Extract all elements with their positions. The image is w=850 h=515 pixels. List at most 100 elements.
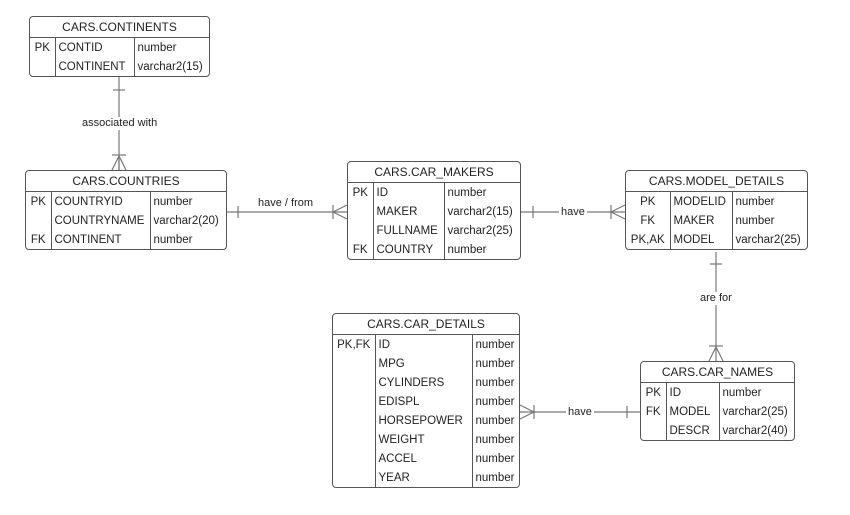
key-cell: FK [640,214,656,227]
key-cell: PK,FK [337,338,371,351]
key-cell [333,392,375,411]
attribute-name: COUNTRY [372,240,444,259]
attribute-type: number [443,240,520,259]
attribute-row: YEAR number [333,468,519,487]
key-cell [333,411,375,430]
attribute-type: number [149,192,226,211]
attribute-name: HORSEPOWER [374,411,472,430]
entity-car-names[interactable]: CARS.CAR_NAMES PK ID number FK MODEL var… [640,361,795,441]
key-cell: PK [645,386,661,399]
entity-title: CARS.MODEL_DETAILS [626,171,807,192]
entity-continents[interactable]: CARS.CONTINENTS PK CONTID number CONTINE… [29,16,210,77]
rel-label-associated-with: associated with [80,117,160,130]
attribute-name: CONTINENT [50,230,150,249]
entity-car-makers[interactable]: CARS.CAR_MAKERS PK ID number MAKER varch… [347,161,521,260]
attribute-name: COUNTRYNAME [50,211,150,230]
attribute-type: number [471,373,519,392]
attribute-row: COUNTRYNAME varchar2(20) [26,211,226,230]
attribute-table: PK ID number FK MODEL varchar2(25) DESCR… [641,383,794,440]
attribute-row: MPG number [333,354,519,373]
key-cell: FK [352,243,368,256]
attribute-name: FULLNAME [372,221,444,240]
attribute-row: ACCEL number [333,449,519,468]
attribute-table: PK MODELID number FK MAKER number PK,AK … [626,192,807,249]
key-cell: PK [34,41,50,54]
attribute-table: PK ID number MAKER varchar2(15) FULLNAME… [348,183,520,259]
attribute-type: number [471,430,519,449]
key-cell [348,221,373,240]
attribute-type: number [443,183,520,202]
attribute-row: FULLNAME varchar2(25) [348,221,520,240]
attribute-type: varchar2(15) [133,57,209,76]
attribute-type: number [471,392,519,411]
attribute-type: number [731,192,807,211]
attribute-row: CYLINDERS number [333,373,519,392]
attribute-name: ACCEL [374,449,472,468]
attribute-row: PK ID number [348,183,520,202]
attribute-row: PK,FK ID number [333,335,519,354]
attribute-type: varchar2(25) [731,230,807,249]
attribute-table: PK COUNTRYID number COUNTRYNAME varchar2… [26,192,226,249]
entity-countries[interactable]: CARS.COUNTRIES PK COUNTRYID number COUNT… [25,170,227,250]
attribute-row: PK ID number [641,383,794,402]
attribute-type: varchar2(25) [718,402,794,421]
entity-title: CARS.CONTINENTS [30,17,209,38]
attribute-type: varchar2(40) [718,421,794,440]
attribute-name: CONTINENT [54,57,134,76]
key-cell [348,202,373,221]
attribute-row: FK MODEL varchar2(25) [641,402,794,421]
key-cell [333,430,375,449]
attribute-name: ID [372,183,444,202]
key-cell: PK [30,195,46,208]
attribute-name: DESCR [665,421,719,440]
many-marker [111,154,127,171]
entity-title: CARS.COUNTRIES [26,171,226,192]
attribute-type: number [149,230,226,249]
attribute-row: MAKER varchar2(15) [348,202,520,221]
attribute-name: COUNTRYID [50,192,150,211]
attribute-table: PK,FK ID number MPG number CYLINDERS num… [333,335,519,487]
entity-car-details[interactable]: CARS.CAR_DETAILS PK,FK ID number MPG num… [332,313,520,488]
key-cell [30,57,55,76]
attribute-name: YEAR [374,468,472,487]
attribute-name: CYLINDERS [374,373,472,392]
attribute-row: PK,AK MODEL varchar2(25) [626,230,807,249]
key-cell: FK [645,405,661,418]
attribute-name: WEIGHT [374,430,472,449]
rel-label-have-details-names: have [566,406,594,419]
attribute-name: ID [374,335,472,354]
attribute-name: MODEL [669,230,732,249]
attribute-row: WEIGHT number [333,430,519,449]
attribute-name: MAKER [669,211,732,230]
many-marker [708,345,724,362]
attribute-type: number [471,335,519,354]
attribute-row: DESCR varchar2(40) [641,421,794,440]
attribute-type: number [471,411,519,430]
attribute-row: PK CONTID number [30,38,209,57]
entity-title: CARS.CAR_MAKERS [348,162,520,183]
key-cell: PK,AK [630,233,665,246]
entity-title: CARS.CAR_NAMES [641,362,794,383]
attribute-table: PK CONTID number CONTINENT varchar2(15) [30,38,209,76]
attribute-type: number [471,354,519,373]
attribute-row: PK COUNTRYID number [26,192,226,211]
key-cell [333,373,375,392]
entity-model-details[interactable]: CARS.MODEL_DETAILS PK MODELID number FK … [625,170,808,250]
attribute-row: FK CONTINENT number [26,230,226,249]
key-cell: PK [352,186,368,199]
rel-label-have-from: have / from [256,197,316,210]
attribute-type: varchar2(20) [149,211,226,230]
attribute-row: FK COUNTRY number [348,240,520,259]
attribute-row: EDISPL number [333,392,519,411]
attribute-type: number [133,38,209,57]
attribute-name: EDISPL [374,392,472,411]
key-cell [333,468,375,487]
key-cell [333,449,375,468]
attribute-name: MODEL [665,402,719,421]
attribute-name: MPG [374,354,472,373]
attribute-row: CONTINENT varchar2(15) [30,57,209,76]
key-cell [641,421,666,440]
attribute-type: number [471,468,519,487]
key-cell [333,354,375,373]
